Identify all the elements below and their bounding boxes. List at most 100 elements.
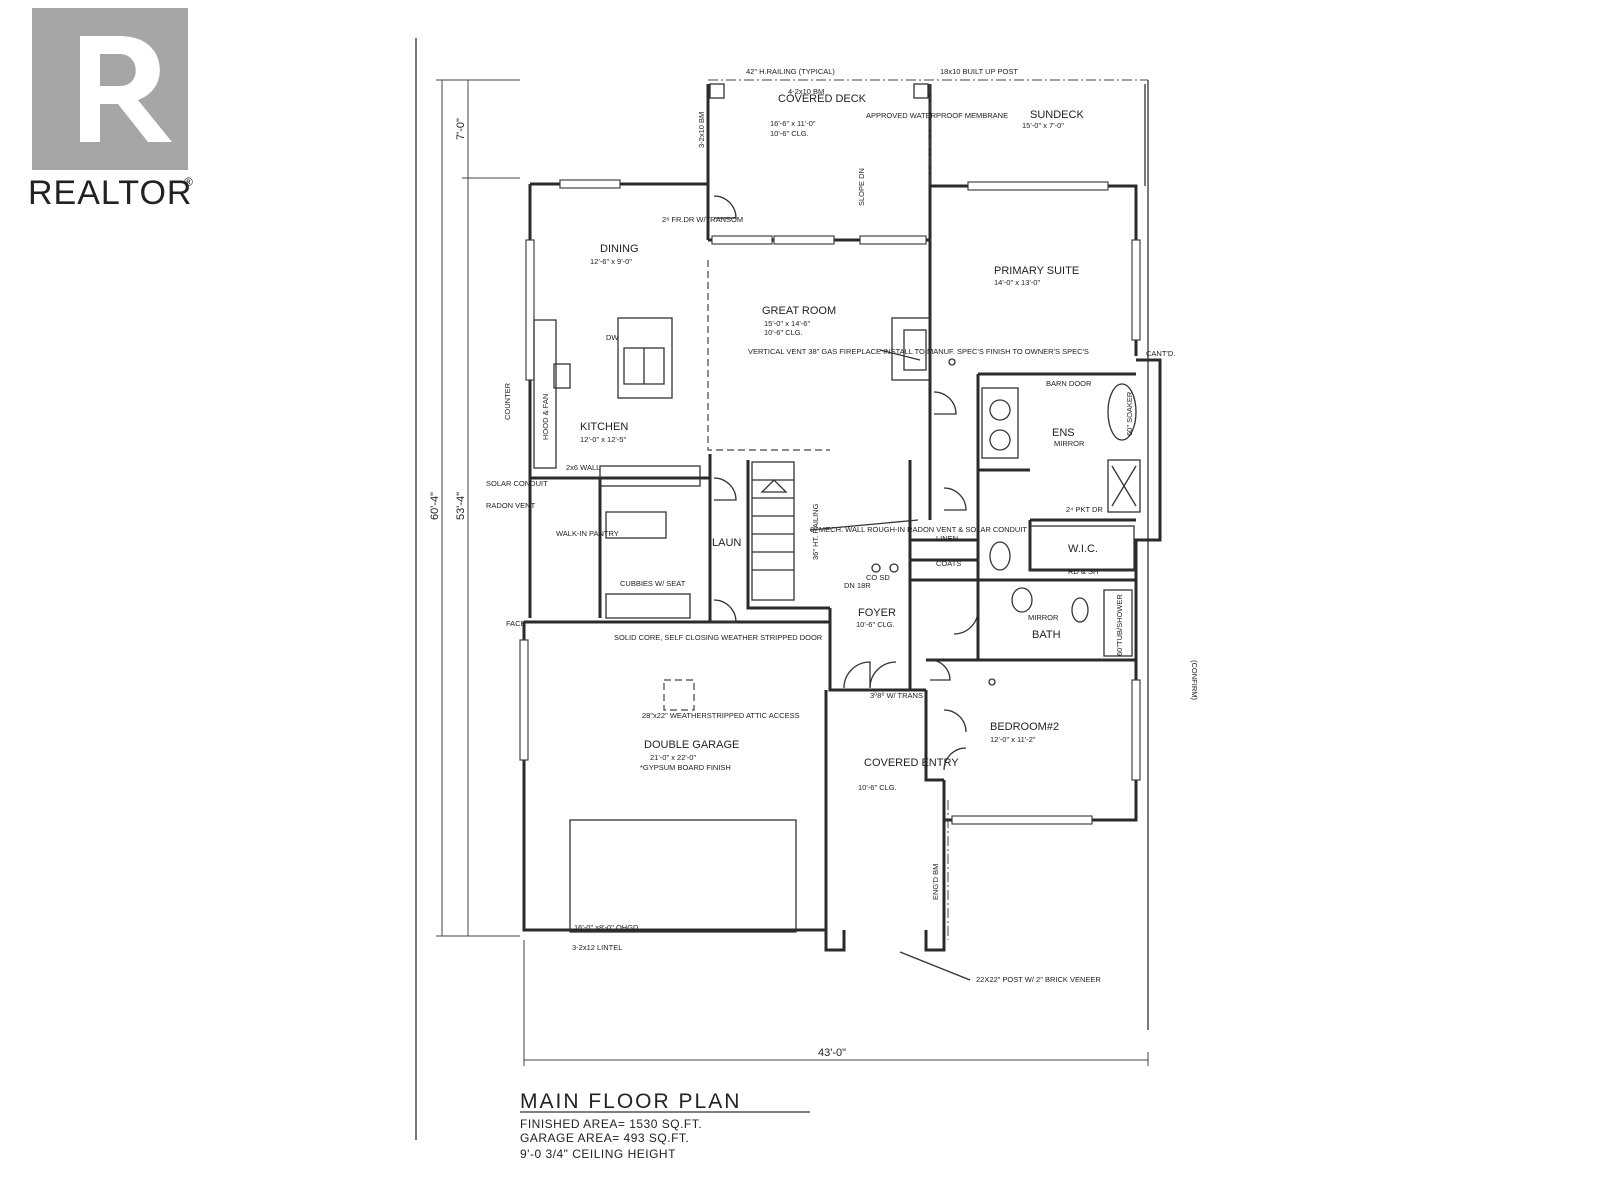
svg-text:12'-6" x 9'-0": 12'-6" x 9'-0" [590, 257, 632, 266]
svg-text:CO SD: CO SD [866, 573, 890, 582]
range [553, 363, 571, 389]
attic-access [663, 679, 695, 711]
svg-text:BARN DOOR: BARN DOOR [1046, 379, 1092, 388]
svg-text:COATS: COATS [936, 559, 961, 568]
svg-text:GREAT ROOM: GREAT ROOM [762, 305, 836, 317]
room-foyer: FOYER 10'-6" CLG. [856, 607, 896, 629]
svg-text:*GYPSUM BOARD FINISH: *GYPSUM BOARD FINISH [640, 763, 731, 772]
svg-text:8" MECH. WALL ROUGH-IN RADON V: 8" MECH. WALL ROUGH-IN RADON VENT & SOLA… [810, 525, 1027, 534]
room-wic: W.I.C. [1068, 543, 1098, 555]
svg-text:DOUBLE GARAGE: DOUBLE GARAGE [644, 739, 739, 751]
garage-area-note: GARAGE AREA= 493 SQ.FT. [520, 1131, 689, 1145]
svg-text:SOLID CORE, SELF CLOSING WEATH: SOLID CORE, SELF CLOSING WEATHER STRIPPE… [614, 633, 823, 642]
svg-text:ENS: ENS [1052, 427, 1075, 439]
svg-text:LINEN: LINEN [936, 534, 958, 543]
realtor-logo: REALTOR ® [28, 8, 193, 212]
kitchen-island [617, 317, 673, 399]
svg-text:36" HT. RAILING: 36" HT. RAILING [811, 503, 820, 560]
svg-text:BEDROOM#2: BEDROOM#2 [990, 721, 1059, 733]
svg-text:10'-6" CLG.: 10'-6" CLG. [856, 620, 895, 629]
svg-text:SOLAR CONDUIT: SOLAR CONDUIT [486, 479, 548, 488]
dimension-lines [436, 79, 1149, 1066]
fireplace [891, 317, 931, 381]
svg-text:(CONFIRM): (CONFIRM) [1190, 660, 1199, 700]
svg-text:VERTICAL VENT 38" GAS FIREPLAC: VERTICAL VENT 38" GAS FIREPLACE INSTALL … [748, 347, 1089, 356]
room-laun: LAUN [712, 537, 741, 549]
svg-text:HOOD & FAN: HOOD & FAN [541, 394, 550, 440]
svg-text:2⁴ PKT DR: 2⁴ PKT DR [1066, 505, 1103, 514]
garage-door [569, 819, 797, 933]
svg-text:21'-0" x 22'-0": 21'-0" x 22'-0" [650, 753, 696, 762]
svg-text:42" H.RAILING (TYPICAL): 42" H.RAILING (TYPICAL) [746, 67, 835, 76]
svg-text:10'-6" CLG.: 10'-6" CLG. [764, 328, 803, 337]
svg-text:SUNDECK: SUNDECK [1030, 109, 1084, 121]
svg-text:MIRROR: MIRROR [1054, 439, 1085, 448]
annotations: 42" H.RAILING (TYPICAL) 18x10 BUILT UP P… [486, 67, 1199, 984]
svg-text:ENG'D BM: ENG'D BM [931, 864, 940, 900]
svg-text:15'-0" x 14'-6": 15'-0" x 14'-6" [764, 319, 810, 328]
doors [713, 195, 996, 771]
svg-text:PRIMARY SUITE: PRIMARY SUITE [994, 265, 1079, 277]
room-bath: BATH [1032, 629, 1061, 641]
room-walk-in-pantry: WALK-IN PANTRY [556, 529, 619, 538]
room-kitchen: KITCHEN 12'-0" x 12'-5" [580, 421, 628, 444]
svg-text:RD & SH: RD & SH [1068, 567, 1098, 576]
dimension-deck-depth: 7'-0" [455, 118, 467, 140]
ceiling-height-note: 9'-0 3/4" CEILING HEIGHT [520, 1147, 676, 1161]
svg-text:3-2x10 BM: 3-2x10 BM [697, 112, 706, 148]
room-sundeck: SUNDECK 15'-0" x 7'-0" [1022, 109, 1084, 130]
svg-text:2⁸ FR.DR W/TRANSOM: 2⁸ FR.DR W/TRANSOM [662, 215, 743, 224]
wic-shelving [1029, 525, 1135, 571]
svg-text:COUNTER: COUNTER [503, 382, 512, 420]
svg-text:28"x22" WEATHERSTRIPPED ATTIC: 28"x22" WEATHERSTRIPPED ATTIC ACCESS [642, 711, 800, 720]
svg-text:10'-6" CLG.: 10'-6" CLG. [770, 129, 809, 138]
svg-text:LAUN: LAUN [712, 537, 741, 549]
bath-sink [1011, 587, 1033, 613]
svg-text:14'-0" x 13'-0": 14'-0" x 13'-0" [994, 278, 1040, 287]
svg-text:SLOPE DN: SLOPE DN [857, 168, 866, 206]
dimension-overall-depth-2: 53'-4" [455, 492, 467, 520]
svg-text:APPROVED WATERPROOF MEMBRANE: APPROVED WATERPROOF MEMBRANE [866, 111, 1008, 120]
svg-text:16'-0" x8'-0" OHGD: 16'-0" x8'-0" OHGD [574, 923, 639, 932]
title-block: MAIN FLOOR PLAN FINISHED AREA= 1530 SQ.F… [520, 1090, 810, 1161]
bath-toilet [1071, 597, 1089, 623]
fixtures [533, 317, 1141, 940]
svg-text:DW: DW [606, 333, 619, 342]
svg-text:3⁰8⁰ W/ TRANS: 3⁰8⁰ W/ TRANS [870, 691, 923, 700]
plan-title: MAIN FLOOR PLAN [520, 1090, 741, 1113]
realtor-logo-text: REALTOR [28, 174, 192, 212]
finished-area-note: FINISHED AREA= 1530 SQ.FT. [520, 1117, 702, 1131]
svg-text:CANT'D.: CANT'D. [1146, 349, 1175, 358]
svg-text:12'-0" x 12'-5": 12'-0" x 12'-5" [580, 435, 626, 444]
svg-text:22X22" POST W/ 2" BRICK VENEER: 22X22" POST W/ 2" BRICK VENEER [976, 975, 1101, 984]
bath-tub [1103, 589, 1133, 657]
svg-text:10'-6" CLG.: 10'-6" CLG. [858, 783, 897, 792]
ensuite-toilet [989, 541, 1011, 571]
svg-text:MIRROR: MIRROR [1028, 613, 1059, 622]
svg-text:60" SOAKER: 60" SOAKER [1125, 391, 1134, 436]
dimension-overall-width: 43'-0" [818, 1047, 846, 1059]
fridge [599, 465, 701, 487]
stair [751, 461, 795, 601]
svg-text:WALK-IN PANTRY: WALK-IN PANTRY [556, 529, 619, 538]
exterior-walls [522, 182, 1162, 952]
room-ens: ENS MIRROR [1052, 427, 1085, 448]
svg-text:BATH: BATH [1032, 629, 1061, 641]
svg-text:12'-0" x 11'-2": 12'-0" x 11'-2" [990, 735, 1036, 744]
washer-dryer [605, 511, 667, 539]
svg-text:FACE: FACE [506, 619, 526, 628]
svg-text:KITCHEN: KITCHEN [580, 421, 628, 433]
dimension-overall-depth-1: 60'-4" [429, 492, 441, 520]
svg-text:RADON VENT: RADON VENT [486, 501, 536, 510]
room-bedroom-2: BEDROOM#2 12'-0" x 11'-2" [990, 721, 1059, 744]
svg-text:15'-0" x 7'-0": 15'-0" x 7'-0" [1022, 121, 1064, 130]
svg-text:FOYER: FOYER [858, 607, 896, 619]
svg-text:DINING: DINING [600, 243, 639, 255]
ensuite-sink-2 [989, 429, 1011, 451]
ensuite-vanity [981, 387, 1019, 459]
ensuite-sink-1 [989, 399, 1011, 421]
svg-text:18x10 BUILT UP POST: 18x10 BUILT UP POST [940, 67, 1018, 76]
kitchen-counter [533, 319, 557, 469]
room-primary-suite: PRIMARY SUITE 14'-0" x 13'-0" [994, 265, 1079, 287]
